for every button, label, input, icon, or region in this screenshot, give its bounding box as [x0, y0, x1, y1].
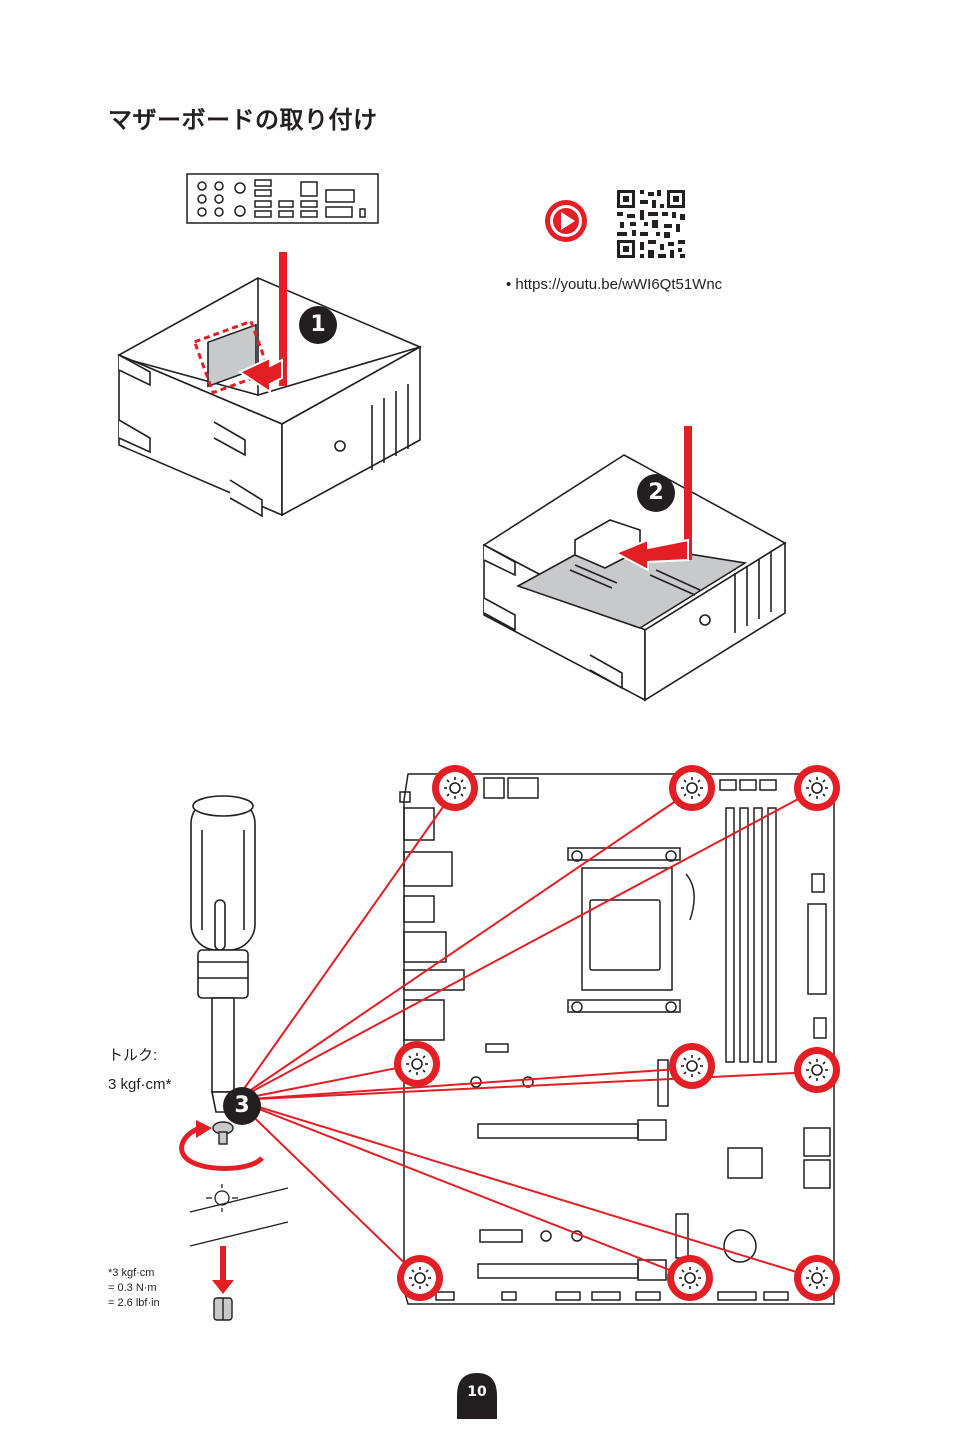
- standoff-hole-icon: [206, 1184, 238, 1212]
- step2-badge: [637, 474, 675, 512]
- footnote-line-1: *3 kgf·cm: [108, 1267, 155, 1279]
- case-illustration-1: [117, 277, 422, 518]
- torque-label: トルク:: [108, 1047, 158, 1064]
- step1-vertical-bar: [279, 252, 287, 386]
- down-arrow-icon: [212, 1280, 234, 1294]
- standoff-marker-top-middle: [668, 764, 716, 812]
- standoff-marker-bottom-middle: [666, 1254, 714, 1302]
- step-label-3: 3: [234, 1093, 250, 1118]
- qr-code: [617, 190, 685, 258]
- standoff-marker-middle-center: [668, 1042, 716, 1090]
- screw-icon: [212, 1121, 234, 1145]
- io-shield: [186, 173, 379, 224]
- motherboard: [399, 773, 835, 1305]
- step1-arrow: [237, 356, 283, 394]
- standoff-marker-middle-left: [393, 1040, 441, 1088]
- standoff-marker-bottom-left: [396, 1254, 444, 1302]
- connection-lines: [235, 789, 817, 1279]
- page-badge: [457, 1373, 497, 1419]
- step1-badge: [299, 306, 337, 344]
- torque-footnote: *3 kgf·cm = 0.3 N·m = 2.6 lbf·in: [108, 1266, 160, 1311]
- standoff-marker-top-right: [793, 764, 841, 812]
- rotate-arrow-icon: [179, 1125, 264, 1171]
- footnote-line-3: = 2.6 lbf·in: [108, 1297, 160, 1309]
- footnote-line-2: = 0.3 N·m: [108, 1282, 157, 1294]
- screwdriver-icon: [190, 795, 256, 1113]
- case-illustration-2: [482, 454, 787, 702]
- torque-value: 3 kgf·cm*: [108, 1076, 172, 1093]
- panel-edge: [189, 1187, 289, 1247]
- page-number: 10: [467, 1384, 487, 1400]
- step3-badge: [223, 1087, 261, 1125]
- standoff-marker-middle-right: [793, 1046, 841, 1094]
- video-link[interactable]: • https://youtu.be/wWI6Qt51Wnc: [506, 276, 723, 293]
- step2-arrow: [613, 538, 689, 572]
- page-title: マザーボードの取り付け: [108, 106, 378, 134]
- step2-vertical-bar: [684, 426, 692, 560]
- standoff-icon: [213, 1297, 233, 1321]
- down-arrow-shaft: [220, 1246, 226, 1282]
- step-label-1: 1: [310, 312, 326, 337]
- play-icon: [545, 200, 587, 242]
- step-label-2: 2: [648, 480, 664, 505]
- standoff-marker-bottom-right: [793, 1254, 841, 1302]
- io-shield-slot-highlight: [192, 319, 272, 395]
- standoff-marker-top-left: [431, 764, 479, 812]
